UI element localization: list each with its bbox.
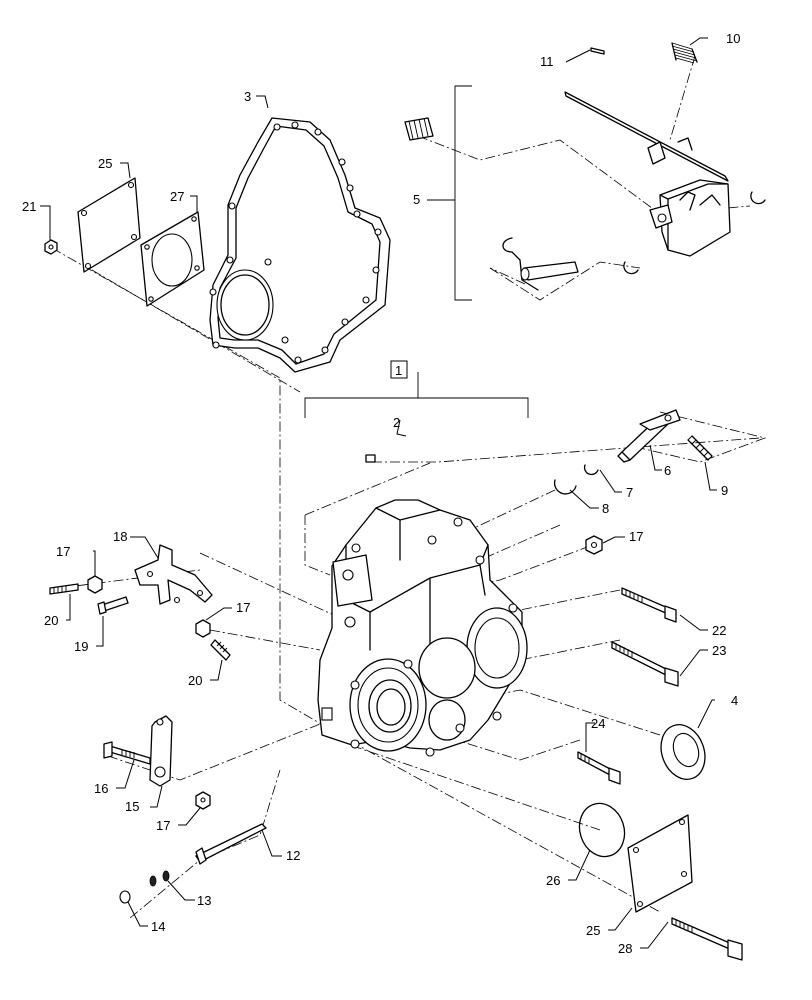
callout-labels: 1 2 3 4 5 6 7 8 9 10 11 12 13 14 15 16 1… (22, 31, 740, 956)
rings-13 (149, 870, 170, 887)
nut-17-bottom (195, 791, 211, 810)
seal-4 (660, 724, 706, 780)
washer-14 (119, 890, 131, 904)
callout-24: 24 (591, 716, 605, 731)
bolt-24 (577, 751, 621, 785)
housing-1 (317, 499, 528, 757)
callout-21: 21 (22, 199, 36, 214)
callout-19: 19 (74, 639, 88, 654)
callout-20-left: 20 (44, 613, 58, 628)
bolt-20-middle (210, 639, 231, 661)
leader-lines (40, 37, 717, 949)
callout-15: 15 (125, 799, 139, 814)
gasket-27 (140, 211, 205, 307)
callout-25-top: 25 (98, 156, 112, 171)
callout-8: 8 (602, 501, 609, 516)
callout-14: 14 (151, 919, 165, 934)
center-lines (51, 55, 767, 919)
callout-12: 12 (286, 848, 300, 863)
callout-17-middle: 17 (236, 600, 250, 615)
bolt-16 (103, 741, 151, 765)
nut-21 (44, 239, 58, 255)
spring-10 (671, 42, 698, 64)
group-1-bracket (304, 360, 529, 418)
gasket-3 (209, 117, 391, 373)
callout-25-bottom: 25 (586, 923, 600, 938)
callout-2: 2 (393, 415, 400, 430)
callout-23: 23 (712, 643, 726, 658)
callout-7: 7 (626, 485, 633, 500)
callout-6: 6 (664, 463, 671, 478)
nut-17-middle (195, 619, 211, 638)
group-5-bracket (454, 85, 472, 301)
callout-13: 13 (197, 893, 211, 908)
callout-5: 5 (413, 192, 420, 207)
bracket-18 (134, 544, 213, 605)
callout-20-middle: 20 (188, 673, 202, 688)
ring-7 (583, 464, 599, 476)
callout-17-bottom: 17 (156, 818, 170, 833)
callout-18: 18 (113, 529, 127, 544)
arm-15 (149, 715, 173, 787)
callout-17-left: 17 (56, 544, 70, 559)
callout-4: 4 (731, 693, 738, 708)
callout-28: 28 (618, 941, 632, 956)
callout-17-right: 17 (629, 529, 643, 544)
lever-assembly-5 (404, 91, 766, 291)
spring-9 (687, 435, 713, 461)
bolt-23 (611, 641, 679, 687)
pin-2 (365, 454, 376, 463)
rod-12 (195, 823, 267, 865)
callout-9: 9 (721, 483, 728, 498)
clip-8 (553, 479, 577, 495)
callout-22: 22 (712, 623, 726, 638)
nut-17-right (585, 535, 603, 555)
bolt-28 (671, 917, 743, 961)
nut-17-left (87, 575, 103, 594)
bolt-22 (621, 587, 677, 623)
cover-plate-25-bottom (627, 814, 693, 913)
callout-27: 27 (170, 189, 184, 204)
callout-3: 3 (244, 89, 251, 104)
cover-plate-25-top (77, 177, 141, 273)
o-ring-26 (578, 802, 626, 858)
shaft-6 (617, 409, 681, 463)
pin-11 (590, 47, 605, 55)
callout-26: 26 (546, 873, 560, 888)
callout-10: 10 (726, 31, 740, 46)
callout-1: 1 (395, 363, 402, 378)
bolt-19 (97, 596, 129, 615)
callout-11: 11 (540, 54, 554, 69)
callout-16: 16 (94, 781, 108, 796)
bolt-20-left (49, 583, 79, 595)
